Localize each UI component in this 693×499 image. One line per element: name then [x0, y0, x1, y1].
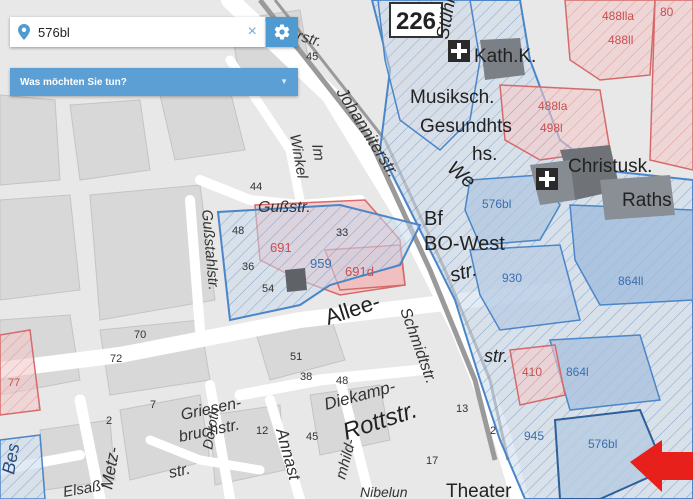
street-elsass: Elsaß- [62, 477, 108, 499]
parcel-label-864ll: 864ll [618, 274, 643, 288]
parcel-930[interactable] [469, 244, 581, 331]
street-bes: Bes [0, 442, 23, 476]
building-dark-2 [480, 38, 525, 80]
house-number: 2 [106, 415, 112, 427]
poi-musiksch: Musiksch. [410, 87, 494, 108]
parcel-label-691: 691 [270, 240, 292, 255]
house-number: 51 [290, 351, 302, 363]
house-number: 17 [426, 455, 438, 467]
house-number: 45 [306, 51, 318, 63]
house-number: 45 [306, 431, 318, 443]
close-icon[interactable]: × [247, 23, 257, 40]
house-number: 12 [256, 425, 268, 437]
parcel-label-930: 930 [502, 271, 522, 285]
gear-icon [274, 24, 290, 40]
parcel-label-576bl-bottom: 576bl [588, 437, 617, 451]
poi-bf: Bf [424, 208, 443, 230]
poi-kath-k: Kath.K. [474, 46, 536, 67]
parcel-label-959: 959 [310, 256, 332, 271]
red-arrow-icon [630, 440, 693, 492]
house-number: 7 [150, 399, 156, 411]
parcel-label-498l: 498l [540, 121, 563, 135]
parcel-bottom-left-blue[interactable] [0, 434, 46, 499]
parcel-label-945: 945 [524, 429, 544, 443]
building-dark-left [285, 268, 307, 292]
house-number: 54 [262, 283, 274, 295]
settings-button[interactable] [266, 17, 298, 47]
parcel-label-488la: 488la [538, 99, 568, 113]
search-input[interactable] [38, 24, 238, 40]
poi-christusk: Christusk. [568, 156, 652, 177]
poi-hs: hs. [472, 144, 497, 165]
poi-bo-west: BO-West [424, 233, 505, 255]
house-number: 70 [134, 329, 146, 341]
parcel-576bl-bottom[interactable] [553, 408, 667, 499]
parcel-label-576bl-mid: 576bl [482, 197, 511, 211]
church-cross-icon [448, 40, 470, 62]
parcel-blue-outline-left[interactable] [216, 203, 422, 322]
house-number: 38 [300, 371, 312, 383]
street-gussstr: Gußstr. [258, 199, 311, 216]
route-shield: 226 [389, 2, 443, 38]
chevron-down-icon: ▼ [280, 77, 288, 86]
house-number: 2 [490, 425, 496, 437]
parcel-label-488ll: 488ll [608, 33, 633, 47]
location-pin-icon [18, 23, 34, 41]
house-number: 48 [232, 225, 244, 237]
parcel-label-691d: 691d [345, 264, 374, 279]
parcel-label-410: 410 [522, 365, 542, 379]
house-number: 13 [456, 403, 468, 415]
house-number: 48 [336, 375, 348, 387]
parcel-488[interactable] [564, 0, 656, 81]
parcel-left-edge-red[interactable] [0, 329, 41, 416]
house-number: 72 [110, 353, 122, 365]
parcel-410[interactable] [509, 344, 566, 406]
house-number: 44 [250, 181, 262, 193]
parcel-label-488lla: 488lla [602, 9, 634, 23]
house-number: 77 [8, 377, 20, 389]
building-dark-4 [600, 175, 675, 220]
street-im: Im [308, 143, 328, 162]
poi-raths: Raths [622, 190, 672, 211]
parcel-label-80: 80 [660, 5, 674, 19]
street-doroth: Doroth [199, 406, 222, 450]
parcel-right-edge[interactable] [649, 0, 693, 171]
action-menu-dropdown[interactable]: Was möchten Sie tun? ▼ [10, 68, 298, 96]
poi-gesundhts: Gesundhts [420, 116, 512, 137]
house-number: 33 [336, 227, 348, 239]
house-number: 36 [242, 261, 254, 273]
action-menu-label: Was möchten Sie tun? [20, 76, 127, 88]
parcel-label-864l: 864l [566, 365, 589, 379]
street-str-2: str. [484, 346, 508, 366]
street-str-3: str. [167, 461, 192, 482]
route-number: 226 [396, 8, 436, 35]
street-nibelung: Nibelun [360, 484, 408, 499]
church-cross-icon-2 [536, 168, 558, 190]
poi-theater: Theater [446, 481, 512, 499]
street-rstr: rstr. [295, 27, 324, 50]
search-box: × [10, 17, 265, 47]
